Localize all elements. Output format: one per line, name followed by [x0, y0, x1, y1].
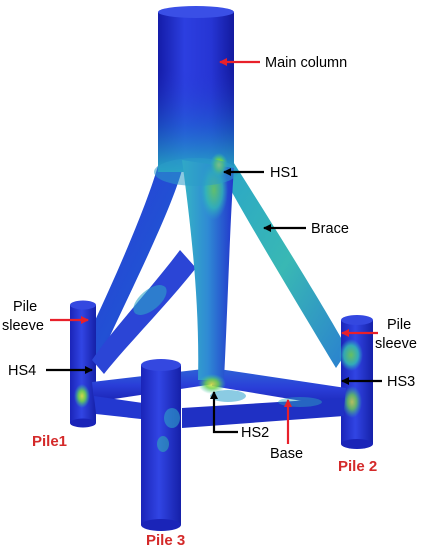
label-hs1: HS1	[270, 165, 298, 181]
base-member-front-left	[94, 396, 150, 420]
brace-left-member	[82, 158, 182, 362]
annotation-labels: Main column HS1 Brace Pile sleeve Pile s…	[2, 55, 417, 549]
label-pile1: Pile1	[32, 433, 67, 450]
label-hs3: HS3	[387, 374, 415, 390]
base-member-right	[212, 368, 346, 408]
main-column	[158, 6, 234, 172]
label-hs2: HS2	[241, 425, 269, 441]
pile-sleeve-2	[339, 315, 373, 449]
label-pile-sleeve-left-line2: sleeve	[2, 318, 44, 334]
jacket-structure	[70, 6, 373, 531]
label-brace: Brace	[311, 221, 349, 237]
label-hs4: HS4	[8, 363, 36, 379]
base-member-front-right	[182, 398, 344, 428]
pile-3-member	[141, 359, 181, 531]
annotation-arrows	[46, 58, 382, 444]
label-pile-sleeve-right-line2: sleeve	[375, 336, 417, 352]
label-main-column: Main column	[265, 55, 347, 71]
brace-right-member	[224, 160, 348, 368]
pile-sleeve-1	[70, 300, 96, 428]
arrow-hs2	[210, 391, 238, 434]
label-pile-sleeve-right-line1: Pile	[387, 317, 411, 333]
label-pile2: Pile 2	[338, 458, 377, 475]
label-base: Base	[270, 446, 303, 462]
label-pile-sleeve-left-line1: Pile	[13, 299, 37, 315]
label-pile3: Pile 3	[146, 532, 185, 549]
